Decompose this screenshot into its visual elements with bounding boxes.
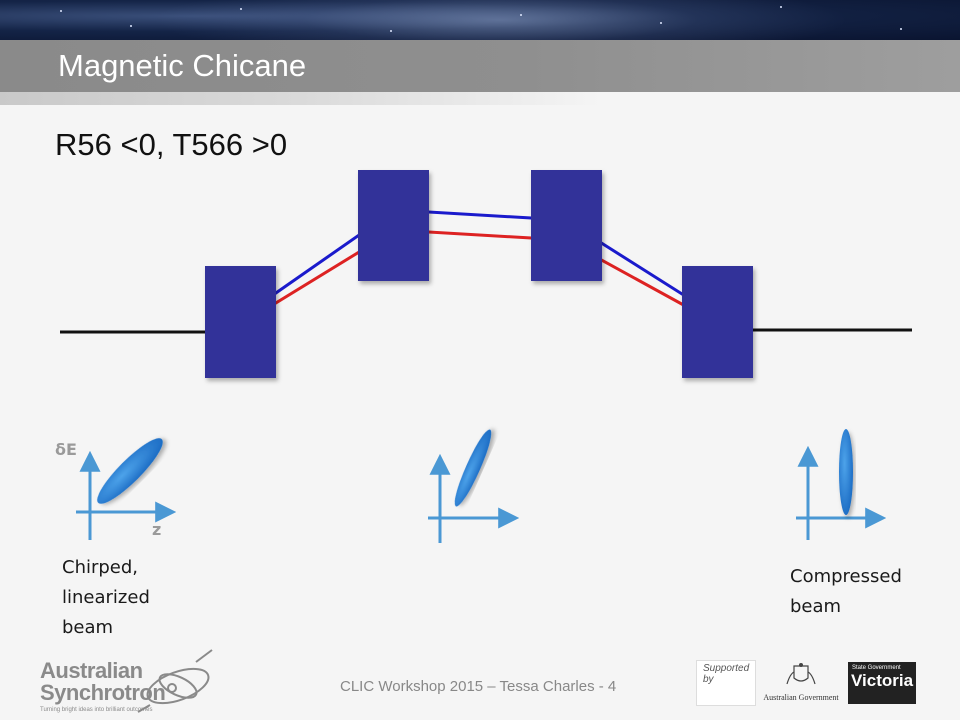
- star: [520, 14, 522, 16]
- logo-word-2: Synchrotron: [40, 680, 166, 705]
- title-bar: Magnetic Chicane: [0, 40, 960, 92]
- star: [130, 25, 132, 27]
- dipole-magnet-4: [682, 266, 753, 378]
- header-banner: [0, 0, 960, 40]
- footer-text: CLIC Workshop 2015 – Tessa Charles - 4: [340, 678, 617, 695]
- star: [780, 6, 782, 8]
- star: [900, 28, 902, 30]
- beam-ellipse: [454, 429, 492, 507]
- title-underline: [0, 92, 600, 105]
- logo-word-1: Australian: [40, 658, 143, 683]
- star: [660, 22, 662, 24]
- victoria-text: Victoria: [851, 671, 914, 690]
- phase-space-compressed: [796, 429, 887, 540]
- y-axis-label: δE: [55, 440, 77, 459]
- dipole-magnet-2: [358, 170, 429, 281]
- trajectory-blue: [239, 208, 721, 320]
- beam-ellipse: [97, 438, 163, 504]
- slide-subtitle: R56 <0, T566 >0: [55, 127, 288, 162]
- slide-title: Magnetic Chicane: [58, 48, 307, 83]
- australian-government-logo: Australian Government: [760, 662, 842, 706]
- x-axis-label: z: [152, 520, 162, 539]
- supported-by-label: Supported by: [696, 660, 756, 706]
- phase-space-middle: [428, 429, 520, 543]
- star: [240, 8, 242, 10]
- dipole-magnet-3: [531, 170, 602, 281]
- australian-synchrotron-logo: Australian Synchrotron Turning bright id…: [40, 658, 220, 714]
- beam-ellipse: [839, 429, 853, 515]
- caption-compressed: Compressed beam: [790, 566, 902, 617]
- coat-of-arms-icon: [786, 663, 816, 685]
- star: [390, 30, 392, 32]
- trajectory-red: [239, 228, 721, 327]
- victoria-government-logo: State Government Victoria: [848, 662, 916, 704]
- australian-government-text: Australian Government: [763, 693, 839, 702]
- dipole-magnet-1: [205, 266, 276, 378]
- synchrotron-logo-mark: [137, 649, 213, 713]
- phase-space-chirped: [76, 438, 177, 540]
- galaxy-streak: [150, 0, 850, 40]
- caption-chirped: Chirped, linearized beam: [62, 557, 150, 638]
- supported-by-text: Supported by: [703, 663, 750, 685]
- star: [60, 10, 62, 12]
- logo-tagline: Turning bright ideas into brilliant outc…: [40, 707, 153, 713]
- state-government-text: State Government: [852, 665, 901, 671]
